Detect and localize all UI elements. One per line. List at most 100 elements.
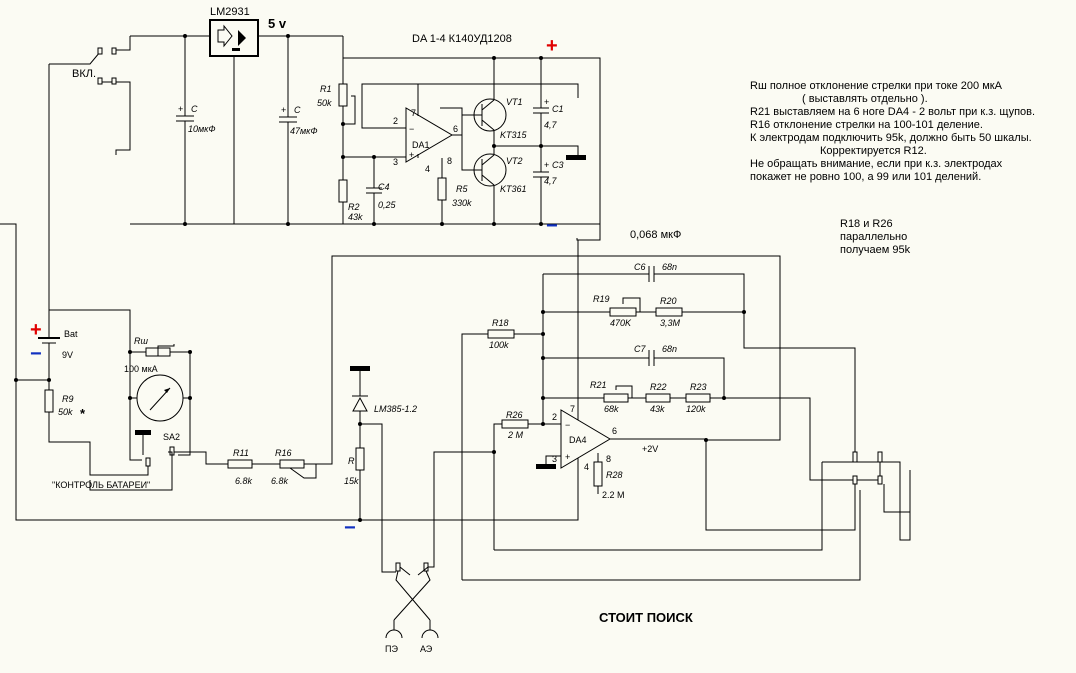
r23-name: R23 (690, 382, 707, 392)
da1-pin-7: 7 (411, 108, 416, 118)
r20-name: R20 (660, 296, 677, 306)
r2-value: 43k (348, 212, 363, 222)
note-line: К электродам подключить 95k, должно быть… (750, 132, 1032, 144)
r21-value: 68k (604, 404, 619, 414)
electrode-switch[interactable]: ПЭ АЭ (385, 451, 494, 654)
resistor-r18: R18 100k (461, 318, 543, 580)
da1-pin-2: 2 (393, 116, 398, 126)
resistor-r5: R5 330k (437, 158, 472, 226)
status-label: СТОИТ ПОИСК (599, 610, 693, 625)
power-rails (0, 35, 601, 521)
r-name: R (348, 456, 355, 466)
r16-value: 6.8k (271, 476, 289, 486)
meter-block: Rш 100 мкА (49, 309, 192, 461)
svg-text:+: + (544, 160, 549, 170)
r19-value: 470K (610, 318, 632, 328)
r19-name: R19 (593, 294, 610, 304)
ground-minus: − (344, 517, 356, 539)
resistor-r11: R11 6.8k (227, 448, 280, 486)
vt2-type: KT361 (500, 184, 527, 194)
r11-name: R11 (233, 448, 249, 458)
da4-pin-3: 3 (552, 454, 557, 464)
battery: Bat 9V + − (30, 300, 78, 380)
r22-name: R22 (650, 382, 667, 392)
probe-ae: АЭ (420, 644, 433, 654)
battery-plus: + (30, 319, 42, 341)
note-line: Корректируется R12. (820, 145, 927, 157)
r26-value: 2 M (507, 430, 524, 440)
reference-lm385: LM385-1.2 R 15k − (344, 366, 417, 573)
c-in-name: C (191, 104, 198, 114)
r1-value: 50k (317, 98, 332, 108)
r2-name: R2 (348, 202, 360, 212)
parallel-note-line: получаем 95k (840, 244, 911, 256)
svg-text:+: + (544, 97, 549, 107)
da1-pin-8: 8 (447, 156, 452, 166)
switch-label: ВКЛ. (72, 68, 96, 80)
da1-name: DA1 (412, 140, 430, 150)
da4-pin-4: 4 (584, 462, 589, 472)
c4-name: C4 (378, 182, 390, 192)
sa2-label: SA2 (163, 432, 180, 442)
rsh-name: Rш (134, 336, 148, 346)
note-line: ( выставлять отдельно ). (802, 93, 928, 105)
power-switch[interactable]: ВКЛ. (48, 36, 131, 300)
c7-name: C7 (634, 344, 646, 354)
meter-label: 100 мкА (124, 364, 158, 374)
r21-name: R21 (590, 380, 607, 390)
c-out-value: 47мкФ (290, 126, 318, 136)
output-switch[interactable] (462, 451, 911, 581)
vt2-name: VT2 (506, 156, 523, 166)
r5-name: R5 (456, 184, 468, 194)
regulator-chip: LM2931 (210, 6, 250, 18)
svg-text:−: − (409, 124, 414, 134)
r-value: 15k (344, 476, 359, 486)
da1-pin-4: 4 (425, 164, 430, 174)
battery-name: Bat (64, 329, 78, 339)
c3-name: C3 (552, 160, 564, 170)
r22-value: 43k (650, 404, 665, 414)
note-line: Rш полное отклонение стрелки при токе 20… (750, 80, 1002, 92)
supply-plus: + (546, 35, 558, 57)
regulator-voltage: 5 v (268, 16, 287, 31)
battery-voltage: 9V (62, 350, 73, 360)
parallel-note-line: R18 и R26 (840, 218, 893, 230)
capacitor-c1: C1 4,7 + (533, 56, 564, 146)
note-line: покажет не ровно 100, а 99 или 101 делен… (750, 171, 982, 183)
da4-out-voltage: +2V (642, 444, 658, 454)
c4-value: 0,25 (378, 200, 397, 210)
r16-name: R16 (275, 448, 292, 458)
note-line: R21 выставляем на 6 ноге DA4 - 2 вольт п… (750, 106, 1036, 118)
note-line: Не обращать внимание, если при к.з. элек… (750, 158, 1003, 170)
vt1-name: VT1 (506, 97, 523, 107)
parallel-note-line: параллельно (840, 231, 908, 243)
notes-block: Rш полное отклонение стрелки при токе 20… (750, 80, 1035, 184)
svg-text:+: + (178, 104, 183, 114)
da4-pin-8: 8 (606, 454, 611, 464)
r5-value: 330k (452, 198, 472, 208)
opamp-header: DA 1-4 К140УД1208 (412, 33, 512, 45)
capacitor-c4: C4 0,25 (366, 155, 397, 226)
r9-value: 50k (58, 407, 73, 417)
transistor-vt2: VT2 KT361 (461, 135, 527, 226)
c7-value: 68n (662, 344, 677, 354)
battery-minus: − (30, 343, 42, 365)
vt1-type: KT315 (500, 130, 528, 140)
capacitor-c-out: C 47мкФ + (279, 34, 318, 226)
da1-pin-6: 6 (453, 124, 458, 134)
da4-pin-2: 2 (552, 412, 557, 422)
resistor-r26: R26 2 M (492, 410, 561, 550)
capacitor-c3: C3 4,7 + (533, 146, 564, 226)
c3-value: 4,7 (544, 176, 558, 186)
resistor-r16: R16 6.8k (271, 255, 781, 486)
resistor-r2: R2 43k (338, 155, 363, 224)
r28-value: 2.2 M (602, 490, 625, 500)
r23-value: 120k (686, 404, 706, 414)
regulator: LM2931 5 v (209, 6, 287, 224)
da4-pin-7: 7 (570, 404, 575, 414)
c6-name: C6 (634, 262, 646, 272)
note-line: R16 отклонение стрелки на 100-101 делени… (750, 119, 983, 131)
switch-sa2[interactable]: SA2 "КОНТРОЛЬ БАТАРЕИ" (52, 430, 228, 491)
resistor-r1: R1 50k (317, 58, 356, 157)
probe-pe: ПЭ (385, 644, 398, 654)
